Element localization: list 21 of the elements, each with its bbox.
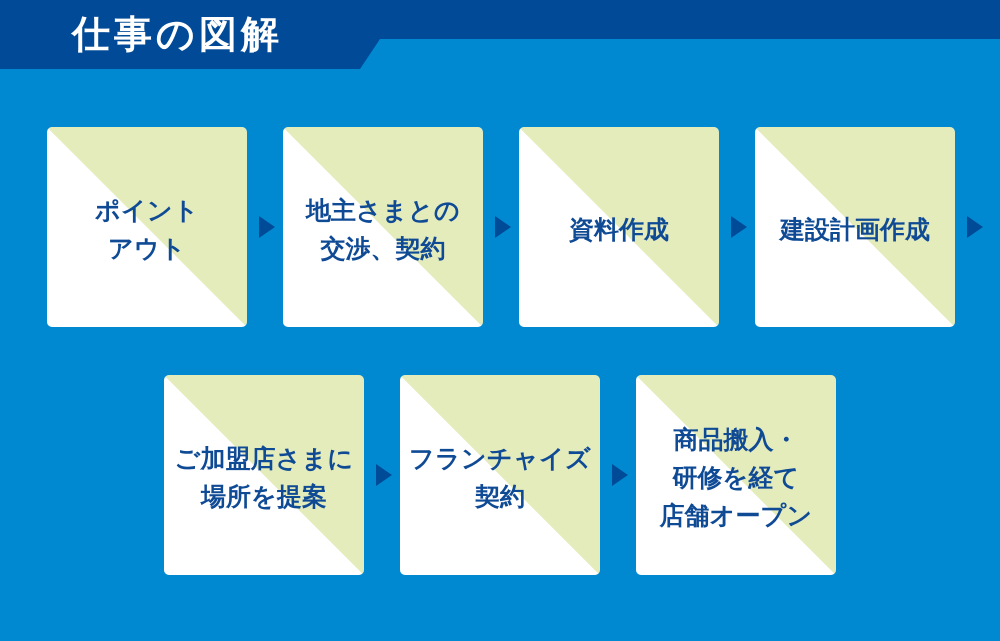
process-box <box>164 375 364 575</box>
process-box <box>755 127 955 327</box>
arrow <box>259 216 275 238</box>
process-box <box>636 375 836 575</box>
page-title: 仕事の図解 <box>72 11 283 58</box>
process-box <box>47 127 247 327</box>
step-text: 資料作成 <box>569 214 669 246</box>
arrow <box>612 464 628 486</box>
arrow <box>376 464 392 486</box>
process-box <box>400 375 600 575</box>
process-box <box>519 127 719 327</box>
step-text: フランチャイズ契約 <box>409 443 591 513</box>
step-text: 建設計画作成 <box>780 214 930 246</box>
step-text: ご加盟店さまに場所を提案 <box>174 443 354 513</box>
step-text: 商品搬入・研修を経て店舗オープン <box>660 424 812 532</box>
process-box <box>283 127 483 327</box>
arrow <box>731 216 747 238</box>
step-text: 地主さまとの交渉、契約 <box>306 195 460 265</box>
arrow <box>495 216 511 238</box>
step-text: ポイントアウト <box>95 195 199 265</box>
arrow <box>967 216 983 238</box>
